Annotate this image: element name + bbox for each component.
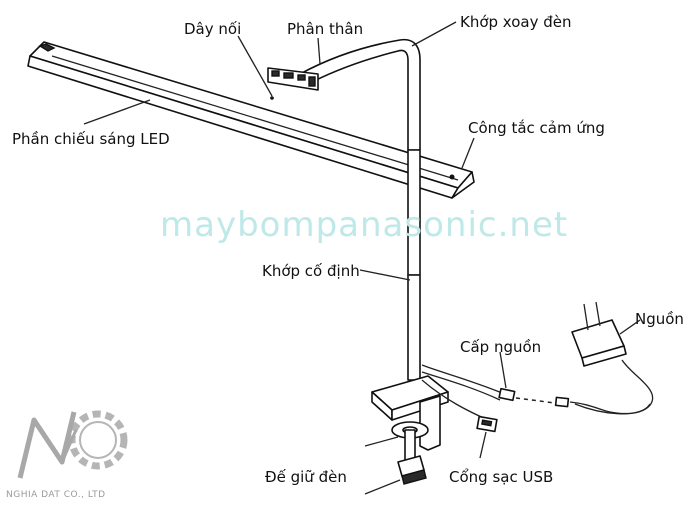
label-de-giu-den: Đế giữ đèn bbox=[265, 468, 347, 486]
company-name: NGHIA DAT CO., LTD bbox=[6, 490, 106, 500]
power-adapter bbox=[571, 301, 627, 367]
label-phan-chieu-sang-led: Phần chiếu sáng LED bbox=[12, 130, 170, 148]
cables bbox=[421, 359, 654, 433]
gear-icon bbox=[68, 410, 128, 470]
label-khop-xoay-den: Khớp xoay đèn bbox=[460, 13, 572, 31]
label-day-noi: Dây nối bbox=[184, 20, 241, 38]
label-khop-co-dinh: Khớp cố định bbox=[262, 262, 360, 280]
led-light-bar bbox=[27, 41, 475, 199]
label-cap-nguon: Cấp nguồn bbox=[460, 338, 541, 356]
label-cong-tac-cam-ung: Công tắc cảm ứng bbox=[468, 119, 605, 137]
label-cong-sac-usb: Cổng sạc USB bbox=[449, 468, 553, 486]
leader-lines bbox=[83, 21, 641, 495]
clamp-base bbox=[371, 375, 449, 485]
label-phan-than: Phân thân bbox=[287, 20, 363, 38]
touch-switch-dot bbox=[449, 174, 455, 180]
lamp-body bbox=[267, 38, 421, 151]
company-logo: NGHIA DAT CO., LTD bbox=[6, 410, 128, 500]
lamp-pole bbox=[407, 149, 421, 381]
label-nguon: Nguồn bbox=[635, 310, 684, 328]
site-watermark: maybompanasonic.net bbox=[160, 205, 568, 245]
